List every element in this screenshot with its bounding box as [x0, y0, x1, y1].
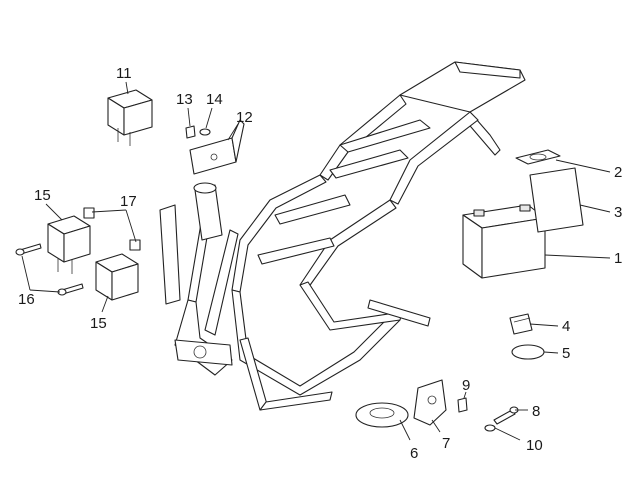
relay-left-upper — [47, 215, 91, 274]
relay-top-pins — [117, 128, 131, 146]
callout-1: 1 — [614, 250, 622, 267]
bracket-main — [189, 137, 237, 175]
callout-7: 7 — [442, 435, 450, 452]
leader-14 — [205, 107, 213, 129]
battery-cover-pad — [529, 167, 584, 233]
short-screw — [457, 397, 468, 413]
frame-crossbar-1 — [339, 119, 431, 153]
bracket-tab — [231, 119, 245, 163]
strap-body — [515, 149, 561, 165]
leader-13 — [187, 107, 191, 127]
grommet — [355, 402, 409, 428]
bracket-hole — [210, 153, 218, 161]
strap-hole — [529, 153, 547, 161]
battery-terminal-neg — [473, 209, 485, 217]
screw-body — [457, 397, 468, 413]
leader-1 — [544, 254, 611, 259]
grommet-outer — [355, 402, 409, 428]
leader-9 — [463, 391, 467, 399]
battery-front — [481, 217, 546, 279]
relay-b-front — [111, 263, 139, 301]
callout-13: 13 — [176, 91, 193, 108]
leader-11 — [125, 81, 129, 95]
screw-13 — [185, 125, 196, 139]
leader-10 — [494, 427, 521, 441]
bracket-hole — [427, 395, 437, 405]
callout-15-upper: 15 — [34, 187, 51, 204]
bolt-shank — [493, 409, 516, 425]
clip-body — [509, 313, 533, 335]
relay-bracket — [189, 119, 245, 175]
leader-3 — [579, 204, 611, 213]
long-bolt — [484, 406, 519, 432]
frame-crossbar-2 — [329, 149, 409, 179]
frame-bolt-hole — [193, 345, 207, 359]
callout-16: 16 — [18, 291, 35, 308]
bracket-plate — [413, 379, 447, 426]
callout-8: 8 — [532, 403, 540, 420]
frame-steering-head-top — [193, 182, 217, 194]
relay-a-pins — [57, 258, 73, 274]
leader-17a — [91, 209, 127, 213]
scooter-frame — [159, 61, 526, 411]
relay-top-front — [123, 99, 153, 136]
callout-9: 9 — [462, 377, 470, 394]
frame-crossbar-3 — [274, 194, 351, 225]
washer-14 — [199, 128, 211, 136]
callout-11: 11 — [116, 65, 132, 82]
frame-front-plate — [174, 339, 233, 366]
callout-15-lower: 15 — [90, 315, 107, 332]
leader-15b — [101, 295, 109, 313]
battery-strap — [515, 149, 561, 165]
leader-17b — [125, 209, 137, 243]
callout-10: 10 — [526, 437, 543, 454]
frame-rear-loop-side — [454, 61, 521, 79]
callout-14: 14 — [206, 91, 223, 108]
callout-3: 3 — [614, 204, 622, 221]
clip-slot — [513, 317, 531, 323]
relay-a-front — [63, 225, 91, 263]
leader-lines — [21, 81, 611, 441]
leader-6 — [399, 419, 411, 441]
callout-4: 4 — [562, 318, 570, 335]
callout-17: 17 — [120, 193, 137, 210]
screw-washer — [185, 125, 211, 139]
relay-top — [107, 89, 153, 146]
battery-terminal-pos — [519, 204, 531, 212]
leader-5 — [543, 351, 559, 354]
callout-labels: 1 2 3 4 5 6 7 8 9 10 11 12 13 14 15 15 1… — [18, 65, 622, 462]
frame-upper-rail-right — [389, 111, 479, 205]
leader-12 — [227, 123, 239, 141]
leader-16b — [29, 289, 61, 293]
frame-floor-front-tube — [259, 391, 333, 411]
clip — [509, 313, 533, 335]
frame-down-tube-right — [204, 229, 239, 336]
washer — [484, 424, 496, 432]
leader-2 — [555, 159, 611, 173]
mount-bracket — [413, 379, 447, 426]
frame-rear-bracket — [367, 299, 431, 327]
frame-front-bracket — [159, 204, 181, 305]
screw-16a-head — [15, 248, 25, 256]
frame-crossbar-4 — [257, 237, 335, 265]
leader-7 — [431, 419, 441, 433]
leader-4 — [529, 323, 559, 327]
clip-17b — [129, 239, 141, 251]
leader-15a — [45, 203, 63, 221]
clip-17a — [83, 207, 95, 219]
screws-16 — [15, 243, 84, 296]
leader-16a — [21, 255, 31, 291]
battery — [462, 204, 546, 279]
callout-5: 5 — [562, 345, 570, 362]
clamp-ring — [511, 344, 545, 360]
grommet-inner — [369, 407, 395, 419]
pad-body — [529, 167, 584, 233]
hose-clamp — [511, 344, 545, 360]
callout-2: 2 — [614, 164, 622, 181]
callout-12: 12 — [236, 109, 253, 126]
callout-6: 6 — [410, 445, 418, 462]
relay-left-lower — [95, 253, 139, 301]
